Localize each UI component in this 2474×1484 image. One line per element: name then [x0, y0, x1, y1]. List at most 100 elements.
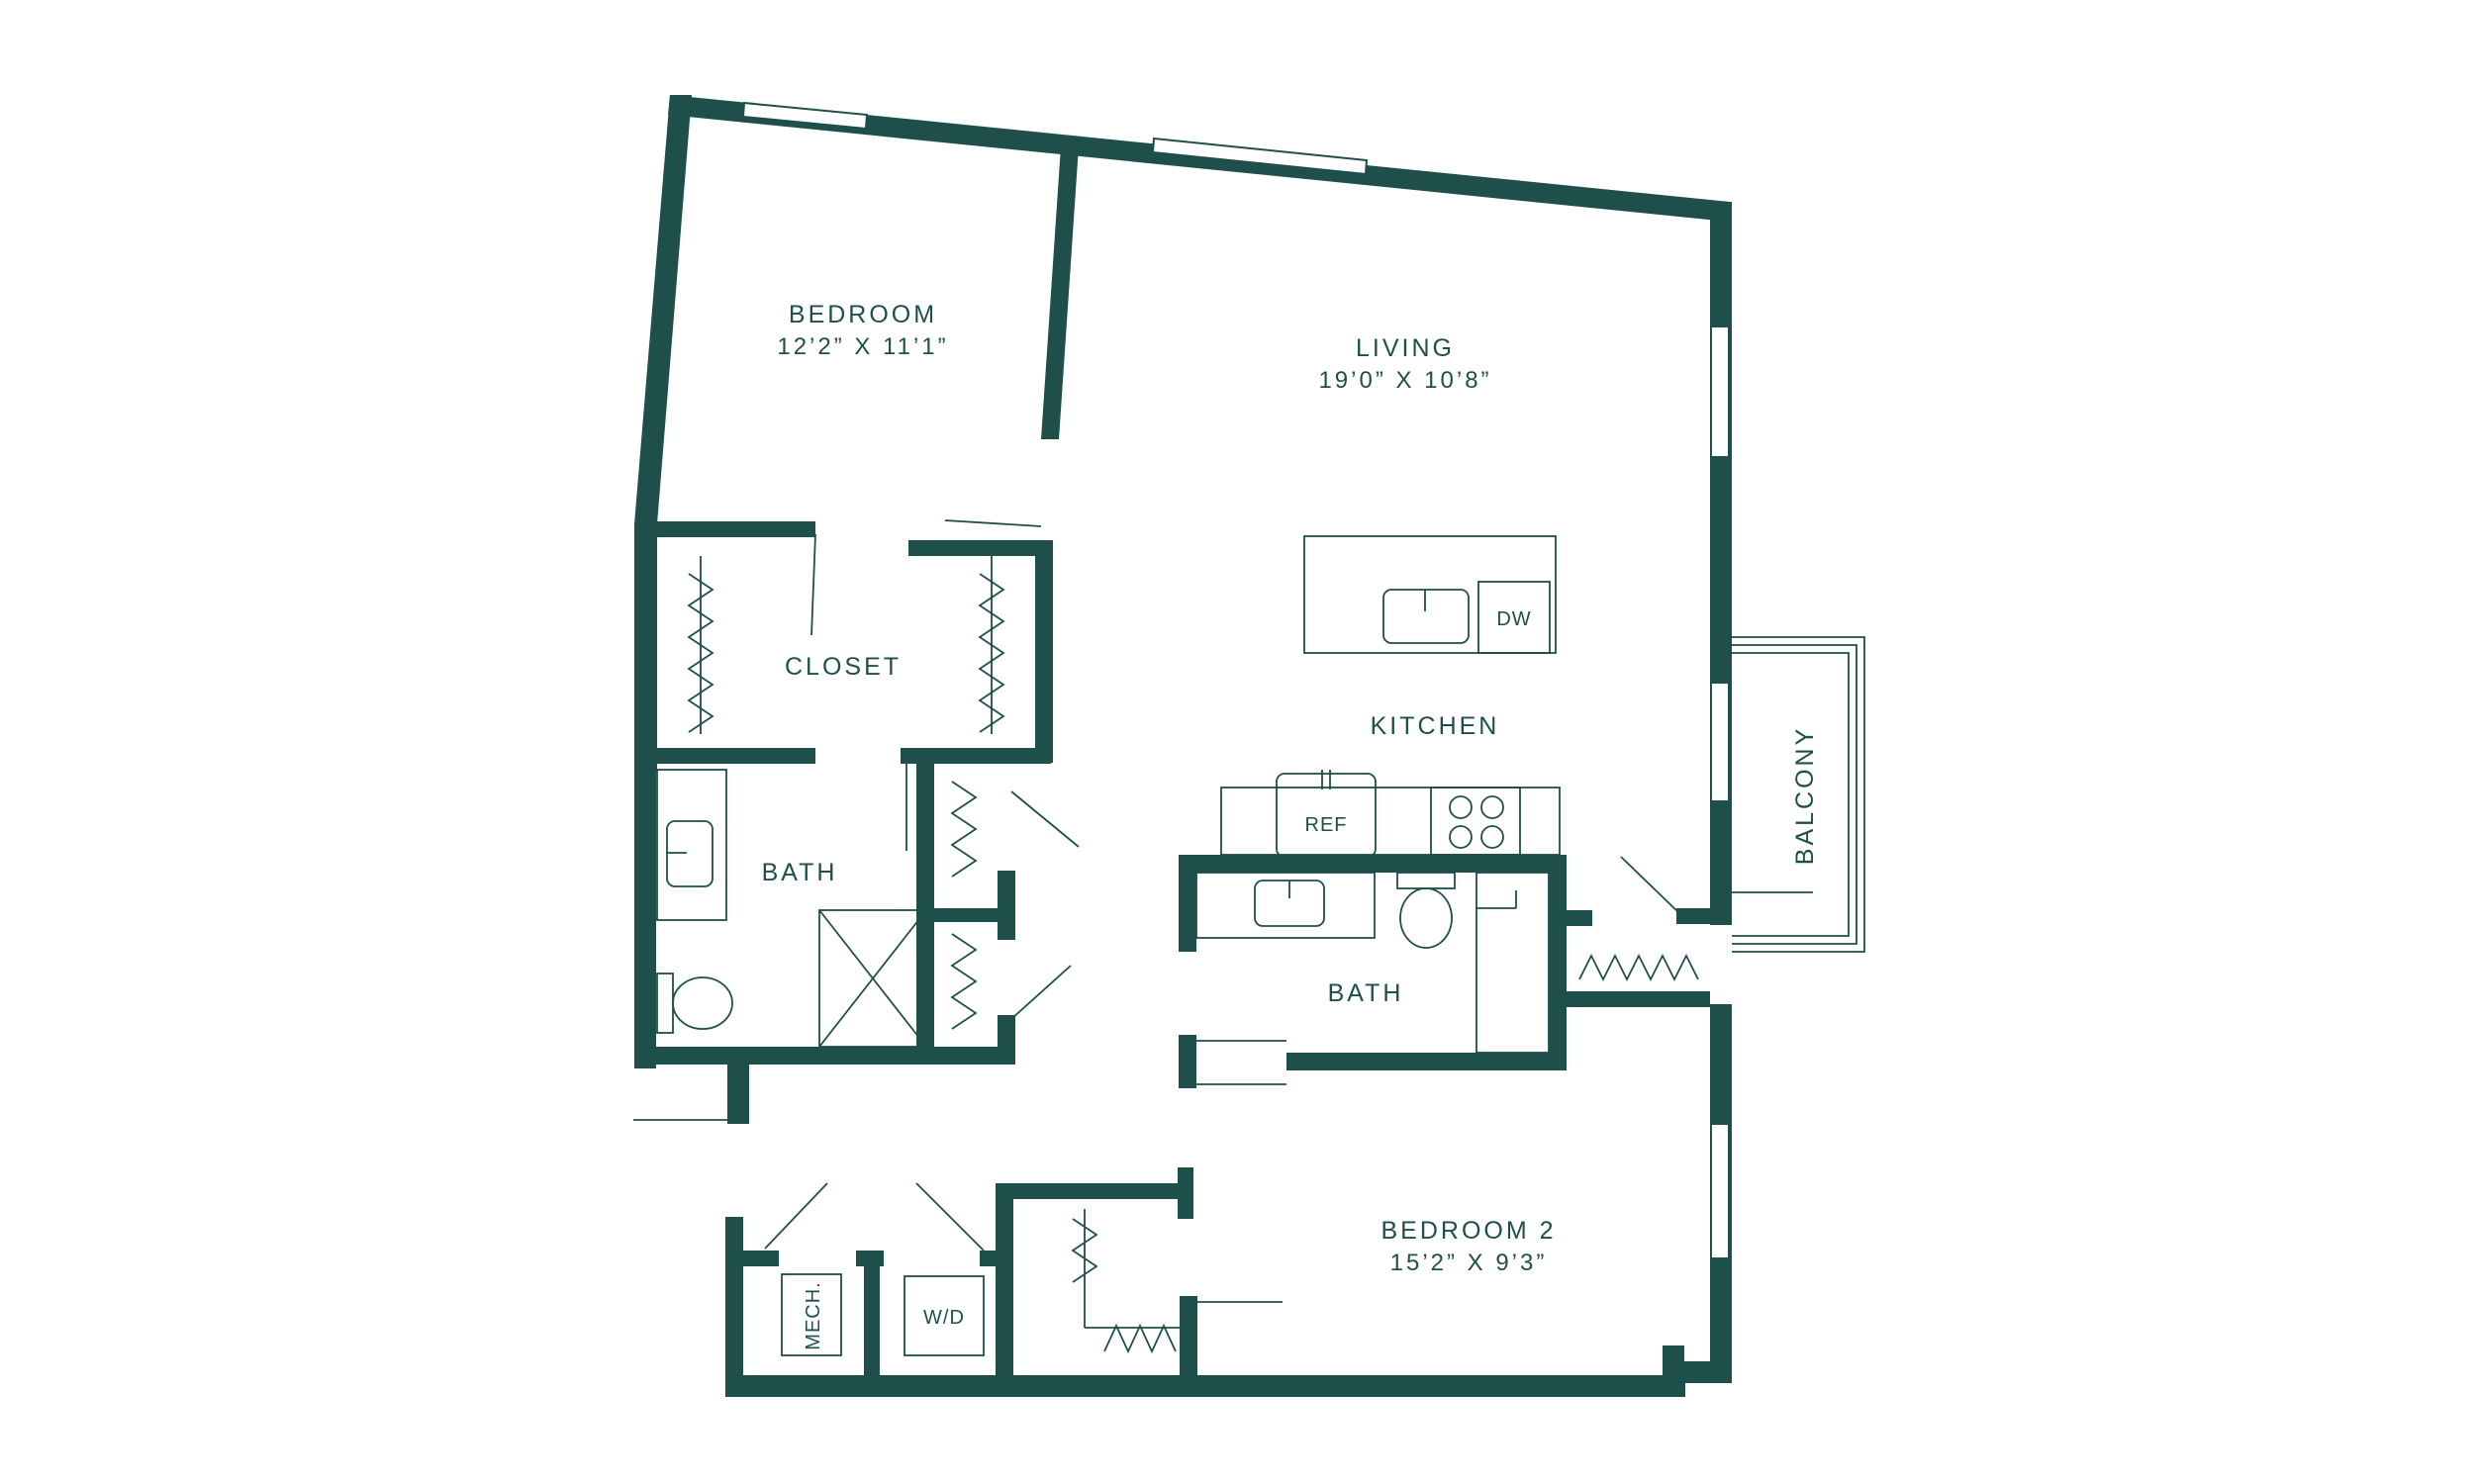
- balcony-outline-outer: [1732, 636, 1865, 953]
- closet-bottom-wall-right: [901, 748, 1051, 764]
- doors: [633, 519, 1813, 1303]
- room-labels: BEDROOM 12’2” X 11’1” LIVING 19’0” X 10’…: [762, 301, 1819, 1276]
- bath1-stub: [727, 1059, 749, 1124]
- window-bedroom2: [1710, 1123, 1730, 1259]
- mech-box: [781, 1273, 842, 1356]
- bath1-sink: [666, 820, 714, 887]
- left-wall-lower: [634, 762, 656, 1068]
- bath1-toilet-tank: [656, 973, 674, 1034]
- closet-right-wall: [1035, 540, 1053, 763]
- dishwasher-label: DW: [1496, 608, 1531, 630]
- walls: [634, 95, 1732, 1397]
- bedroom2-closet-top-wall: [996, 1183, 1189, 1199]
- bath2-left-stub: [1179, 1035, 1196, 1088]
- mech-wd-divider: [864, 1251, 880, 1397]
- closet-door-left: [810, 533, 816, 636]
- burner-2: [1480, 795, 1504, 819]
- bath1-label: BATH: [762, 859, 838, 886]
- closet-bottom-wall-left: [657, 748, 815, 764]
- bottom-right-notch-v: [1663, 1345, 1684, 1397]
- window-living-right: [1710, 325, 1730, 458]
- bedroom2-label: BEDROOM 2: [1380, 1217, 1556, 1245]
- hall-closet-door: [1620, 856, 1681, 915]
- living-dims: 19’0” X 10’8”: [1318, 367, 1491, 394]
- bath2-top-wall: [1179, 855, 1565, 873]
- island-sink: [1382, 589, 1470, 644]
- bath2-left-wall: [1179, 855, 1196, 952]
- wd-right-wall: [996, 1183, 1013, 1397]
- balcony-label: BALCONY: [1791, 726, 1819, 865]
- refrigerator: [1276, 773, 1377, 858]
- window-living: [1151, 137, 1369, 176]
- top-wall: [668, 95, 1730, 222]
- closet-top-wall-left: [657, 521, 815, 537]
- bedroom-dims: 12’2” X 11’1”: [777, 333, 948, 360]
- window-bedroom: [741, 101, 869, 131]
- right-wall-upper: [1710, 202, 1732, 925]
- closet-rods: [687, 556, 1699, 1354]
- kitchen-counter: [1220, 787, 1561, 856]
- closet-door-right: [944, 519, 1042, 527]
- linen-door-2: [1010, 965, 1072, 1020]
- hall-closet-zigzag: [1578, 953, 1699, 982]
- linen-zigzag-1: [950, 781, 978, 878]
- mech-left-wall: [725, 1217, 743, 1397]
- mech-top-stub: [743, 1251, 779, 1266]
- bedroom2-dims: 15’2” X 9’3”: [1390, 1250, 1548, 1276]
- bedroom-label: BEDROOM: [789, 301, 937, 328]
- refrigerator-label: REF: [1305, 814, 1348, 836]
- wd-box: [904, 1275, 985, 1356]
- bath1-toilet-bowl: [672, 976, 733, 1030]
- burner-4: [1480, 825, 1504, 849]
- closet-zigzag-right: [978, 573, 1005, 733]
- bedroom2-closet-zigzag-h: [1103, 1323, 1177, 1354]
- bedroom-living-partition: [1041, 146, 1079, 439]
- linen-door-1: [1010, 790, 1080, 848]
- bottom-wall: [725, 1375, 1685, 1397]
- kitchen-island: [1303, 535, 1557, 654]
- mech-label: MECH.: [803, 1281, 824, 1349]
- left-wall-upper: [634, 95, 692, 772]
- bath2-right-wall: [1549, 855, 1567, 1070]
- bath2-label: BATH: [1328, 979, 1404, 1007]
- bath2-bottom-wall: [1286, 1053, 1567, 1070]
- mech-stub: [856, 1251, 884, 1266]
- bedroom2-closet-top-stub: [1178, 1167, 1193, 1219]
- shower-x2: [818, 909, 927, 1048]
- linen-divider: [934, 908, 1011, 922]
- wd-top-stub: [980, 1251, 998, 1266]
- bedroom2-closet-right-wall: [1180, 1296, 1197, 1385]
- dishwasher-box: [1477, 581, 1551, 654]
- stove: [1430, 787, 1521, 856]
- window-kitchen-right: [1710, 682, 1730, 802]
- wd-door: [915, 1182, 985, 1252]
- burner-3: [1449, 825, 1473, 849]
- hall-closet-bottom-wall: [1567, 991, 1710, 1007]
- kitchen-label: KITCHEN: [1371, 712, 1500, 740]
- balcony-outline-inner2: [1732, 652, 1850, 937]
- bath1-vanity: [656, 769, 727, 921]
- closet-zigzag-left: [687, 573, 714, 733]
- fixtures: DW REF MECH. W/D: [656, 535, 1865, 1356]
- hall-closet-top-wall: [1676, 908, 1710, 924]
- balcony-outline-inner: [1732, 644, 1857, 945]
- living-label: LIVING: [1356, 334, 1455, 362]
- bath2-corner-stub: [1567, 910, 1592, 926]
- bath2-tub: [1475, 872, 1550, 1054]
- linen-stub-2: [998, 1015, 1015, 1061]
- bedroom2-closet-zigzag-v: [1071, 1218, 1098, 1283]
- burner-1: [1449, 795, 1473, 819]
- closet-top-wall-right: [908, 540, 1051, 556]
- wd-label: W/D: [923, 1307, 965, 1329]
- bath1-shower: [818, 909, 927, 1048]
- windows: [741, 101, 1730, 1259]
- bath2-toilet-bowl: [1399, 887, 1453, 949]
- bath2-vanity: [1195, 872, 1376, 939]
- closet-label: CLOSET: [785, 653, 902, 681]
- bath2-toilet-tank: [1396, 872, 1456, 889]
- bath1-bottom-wall: [634, 1047, 1015, 1065]
- mech-door: [764, 1182, 828, 1250]
- linen-zigzag-2: [950, 933, 978, 1030]
- linen-stub-1: [998, 871, 1015, 940]
